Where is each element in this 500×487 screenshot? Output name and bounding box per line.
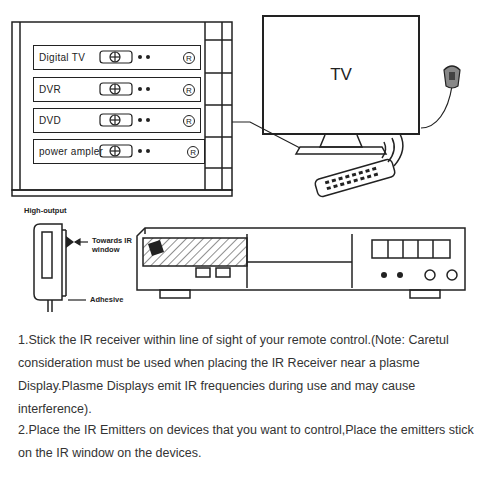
remote-button [360,176,365,180]
tv-screen: TV [262,15,420,135]
device-details [148,240,403,278]
device-controls [100,51,132,157]
part-label: High-output [24,206,94,215]
device-name: DVD [39,115,61,126]
remote-button [345,175,350,179]
device-name: power ampler [39,146,103,157]
remote-button [353,178,358,182]
device-box: DVD R [33,108,201,133]
receiver-mark: R [183,115,195,127]
tv-label: TV [330,65,352,85]
ir-led [66,236,74,248]
device-box: DVR R [33,77,201,102]
remote-button [340,182,345,186]
leader-lines [68,239,88,300]
ir-waves [382,134,403,166]
tv-stand [296,135,386,154]
remote-control [314,158,396,197]
remote-button [326,186,331,190]
remote-button [347,180,352,184]
av-cable [232,122,300,148]
remote-button [333,184,338,188]
cabinet [12,22,232,196]
device-name: DVR [39,84,61,95]
remote-button [374,173,379,177]
remote-button [338,177,343,181]
remote-button [367,175,372,179]
remote-button [365,169,370,173]
instruction-note: 1.Stick the IR receiver within line of s… [18,329,488,421]
part-label: Adhesive [90,295,140,304]
receiver-mark: R [183,52,195,64]
remote-button [332,178,337,182]
part-label: Towards IR window [92,236,140,254]
remote-button [325,180,330,184]
device-box: Digital TV R [33,45,201,70]
av-device [137,228,465,298]
remote-button [358,171,363,175]
receiver-mark: R [187,146,199,158]
instruction-note: 2.Place the IR Emitters on devices that … [18,419,488,465]
ir-emitter [34,224,66,312]
device-box: power ampler R [33,139,205,164]
remote-button [372,167,377,171]
device-name: Digital TV [39,52,85,63]
ir-receiver [421,66,460,128]
receiver-mark: R [183,84,195,96]
remote-button [352,173,357,177]
